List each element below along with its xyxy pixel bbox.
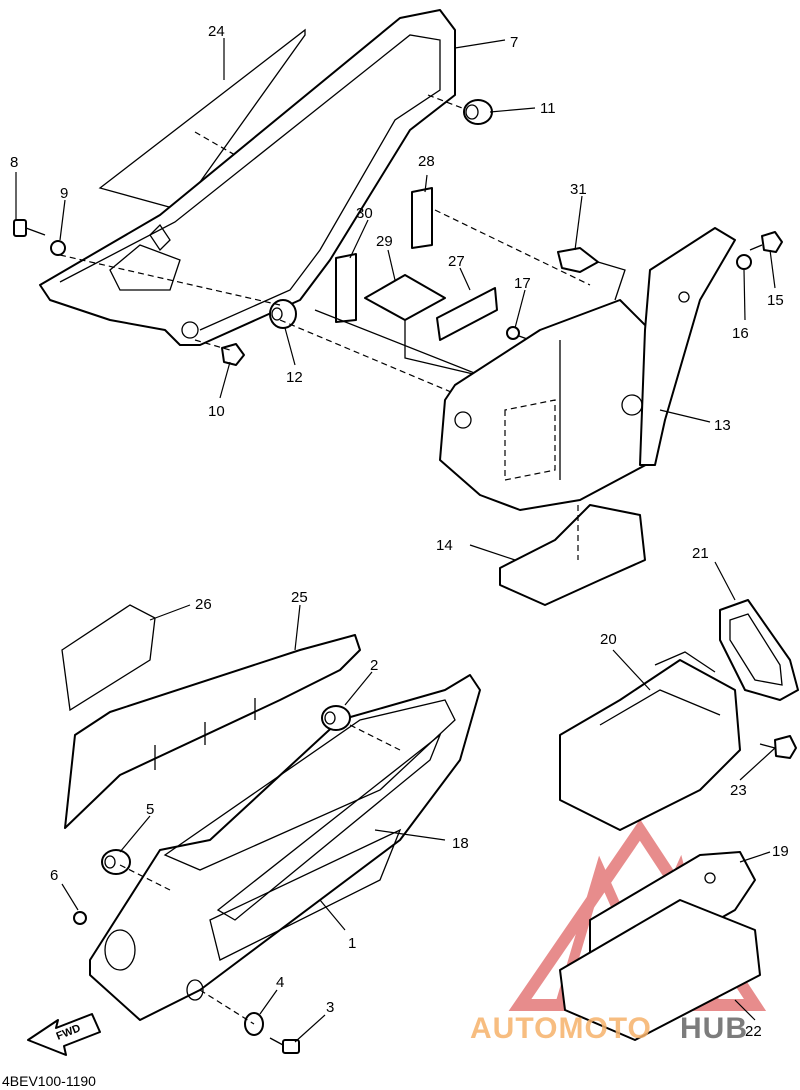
callout-11: 11 — [540, 100, 556, 117]
callout-8: 8 — [10, 154, 18, 171]
callout-18: 18 — [452, 835, 469, 852]
callout-20: 20 — [600, 631, 617, 648]
callout-14: 14 — [436, 537, 453, 554]
part-21-handle — [719, 599, 799, 701]
callout-4: 4 — [276, 974, 284, 991]
part-2-grommet — [321, 705, 351, 731]
callout-labels: 24 7 11 8 9 10 12 28 30 29 27 17 31 16 1… — [10, 23, 789, 1040]
callout-28: 28 — [418, 153, 435, 170]
callout-25: 25 — [291, 589, 308, 606]
callout-15: 15 — [767, 292, 784, 309]
callout-19: 19 — [772, 843, 789, 860]
callout-23: 23 — [730, 782, 747, 799]
part-9-collar — [50, 240, 66, 256]
callout-6: 6 — [50, 867, 58, 884]
part-30-pad — [335, 253, 357, 323]
part-27-pad — [436, 287, 498, 341]
watermark-text-left: AUTOMOTO — [470, 1012, 652, 1045]
leader-lines — [15, 38, 776, 1043]
callout-13: 13 — [714, 417, 731, 434]
part-25-gasket — [64, 634, 361, 829]
part-10-nut — [221, 343, 245, 366]
part-18-decal — [216, 732, 442, 921]
callout-26: 26 — [195, 596, 212, 613]
part-12-grommet — [269, 299, 297, 329]
callout-31: 31 — [570, 181, 587, 198]
watermark-text-right: HUB — [680, 1012, 748, 1045]
callout-16: 16 — [732, 325, 749, 342]
callout-5: 5 — [146, 801, 154, 818]
part-1-side-cover — [89, 674, 481, 1021]
callout-24: 24 — [208, 23, 225, 40]
part-17-screw — [506, 326, 531, 341]
part-14-rubber-mat — [499, 504, 646, 606]
part-28-pad — [411, 187, 433, 249]
callout-1: 1 — [348, 935, 356, 952]
callout-7: 7 — [510, 34, 518, 51]
callout-3: 3 — [326, 999, 334, 1016]
diagram-code: 4BEV100-1190 — [2, 1073, 96, 1089]
callout-21: 21 — [692, 545, 709, 562]
part-23-bolt — [759, 735, 797, 759]
part-22-pad — [559, 899, 761, 1041]
part-8-bolt — [13, 219, 46, 237]
callout-22: 22 — [745, 1023, 762, 1040]
part-20-tool-case — [559, 651, 741, 831]
part-31-clip — [557, 247, 626, 301]
callout-27: 27 — [448, 253, 465, 270]
part-6-collar — [73, 911, 87, 925]
callout-30: 30 — [356, 205, 373, 222]
part-13-battery-box — [439, 227, 736, 511]
part-26-decal — [61, 604, 156, 712]
callout-10: 10 — [208, 403, 225, 420]
callout-9: 9 — [60, 185, 68, 202]
part-16-collar — [736, 254, 752, 270]
callout-17: 17 — [514, 275, 531, 292]
part-3-screw — [269, 1037, 300, 1054]
callout-12: 12 — [286, 369, 303, 386]
callout-29: 29 — [376, 233, 393, 250]
part-5-grommet — [101, 849, 131, 875]
part-29-pad — [364, 274, 446, 321]
part-4-washer — [244, 1012, 264, 1036]
watermark-text: AUTOMOTO HUB — [470, 1012, 748, 1045]
part-7-side-cover — [39, 9, 456, 346]
part-24-decal — [98, 28, 306, 211]
fwd-arrow-icon: FWD — [27, 1013, 101, 1056]
callout-2: 2 — [370, 657, 378, 674]
part-15-bolt — [749, 231, 783, 253]
